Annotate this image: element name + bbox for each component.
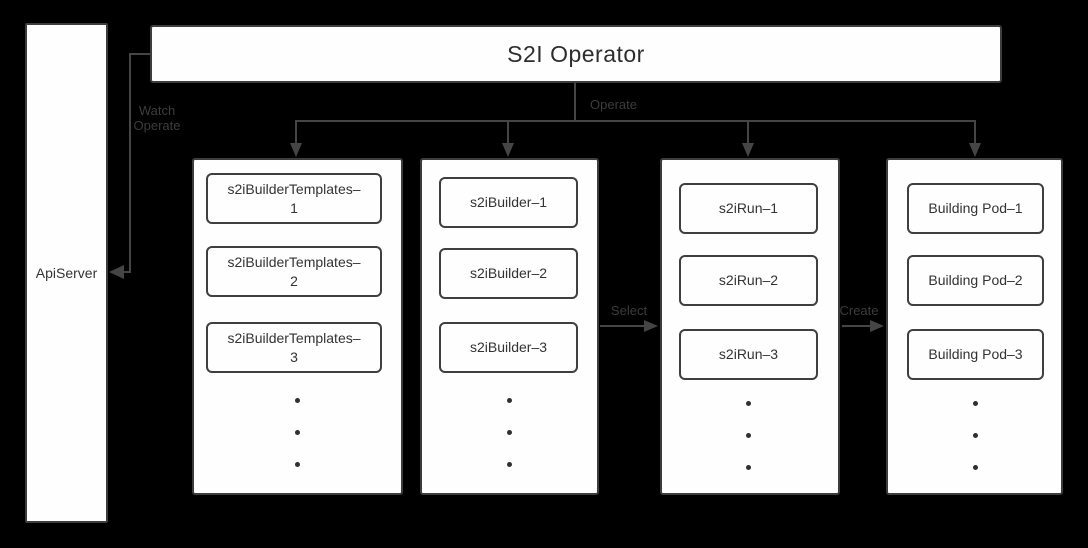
arrowhead-builders xyxy=(502,143,514,157)
node-s2i-builder-template-2: s2iBuilderTemplates–2 xyxy=(206,246,382,297)
ellipsis-dot xyxy=(294,462,300,467)
node-s2i-builder-2: s2iBuilder–2 xyxy=(439,248,578,299)
select-label: Select xyxy=(610,303,648,318)
arrowhead-pods xyxy=(969,143,981,157)
ellipsis-runs xyxy=(745,401,751,470)
ellipsis-pods xyxy=(972,401,978,470)
node-s2i-run-1: s2iRun–1 xyxy=(679,183,818,234)
arrowhead-create xyxy=(870,320,884,332)
node-s2i-run-3: s2iRun–3 xyxy=(679,329,818,380)
arrowhead-templates xyxy=(290,143,302,157)
ellipsis-dot xyxy=(972,465,978,470)
api-server-node: ApiServer xyxy=(25,23,108,523)
node-s2i-run-2: s2iRun–2 xyxy=(679,255,818,306)
ellipsis-dot xyxy=(506,430,512,435)
node-building-pod-2: Building Pod–2 xyxy=(907,255,1044,306)
s2i-operator-node: S2I Operator xyxy=(150,25,1002,83)
connector-operator-to-apiserver xyxy=(122,53,150,273)
node-s2i-builder-template-3: s2iBuilderTemplates–3 xyxy=(206,322,382,373)
arrowhead-select xyxy=(644,320,658,332)
arrowhead-into-apiserver xyxy=(109,265,124,279)
ellipsis-dot xyxy=(745,465,751,470)
ellipsis-dot xyxy=(294,430,300,435)
s2i-operator-title: S2I Operator xyxy=(507,40,645,67)
ellipsis-dot xyxy=(506,398,512,403)
ellipsis-dot xyxy=(972,401,978,406)
ellipsis-dot xyxy=(745,401,751,406)
create-label: Create xyxy=(839,303,879,318)
ellipsis-dot xyxy=(294,398,300,403)
ellipsis-dot xyxy=(506,462,512,467)
operate-label: Operate xyxy=(590,97,637,112)
node-s2i-builder-3: s2iBuilder–3 xyxy=(439,322,578,373)
arrowhead-runs xyxy=(742,143,754,157)
ellipsis-dot xyxy=(972,433,978,438)
node-building-pod-1: Building Pod–1 xyxy=(907,183,1044,234)
node-s2i-builder-template-1: s2iBuilderTemplates–1 xyxy=(206,173,382,224)
ellipsis-templates xyxy=(294,398,300,467)
node-building-pod-3: Building Pod–3 xyxy=(907,329,1044,380)
node-s2i-builder-1: s2iBuilder–1 xyxy=(439,177,578,228)
ellipsis-builders xyxy=(506,398,512,467)
ellipsis-dot xyxy=(745,433,751,438)
api-server-label: ApiServer xyxy=(35,265,98,281)
